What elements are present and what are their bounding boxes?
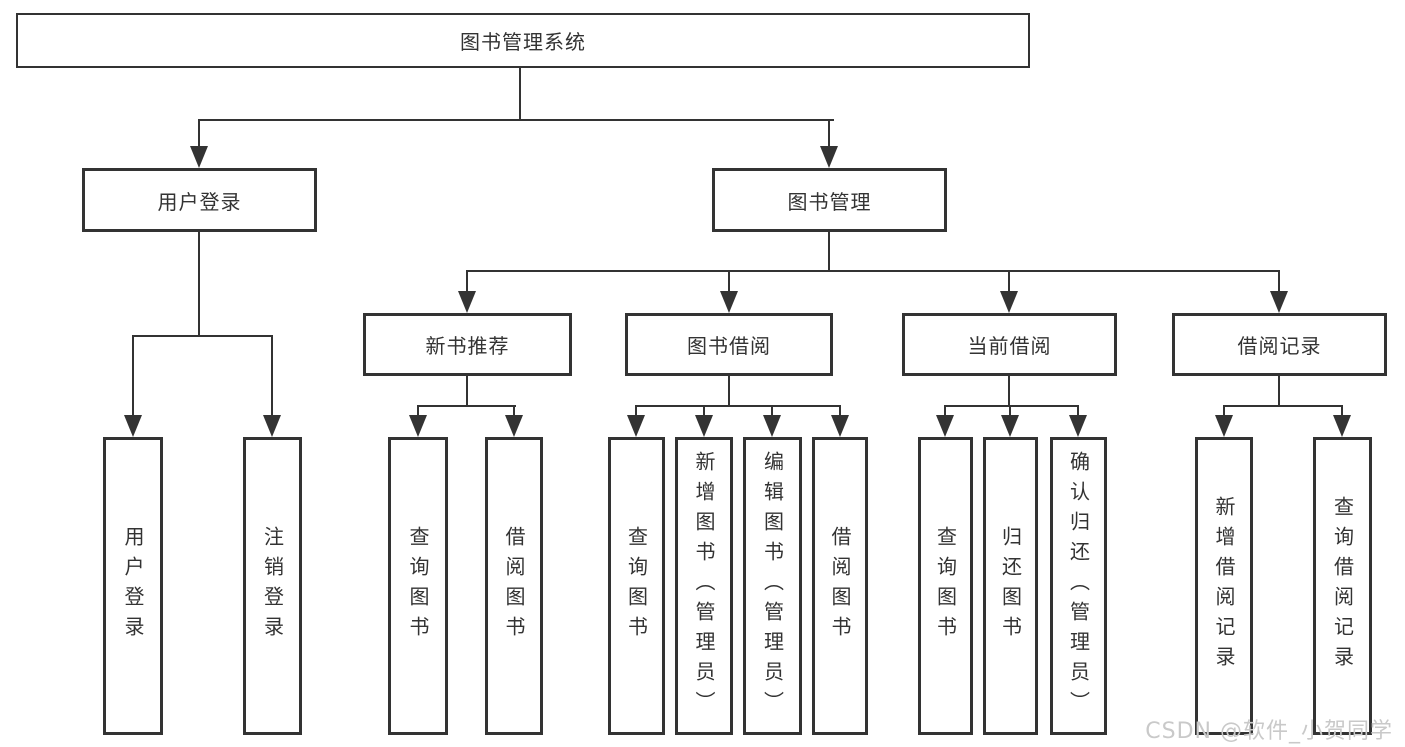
leaf-rec-borrow-books-label: 借阅图书: [502, 526, 526, 646]
leaf-bb-query-books-label: 查询图书: [624, 526, 649, 646]
connector-user-login-stem: [198, 230, 200, 337]
node-new-book-rec-label: 新书推荐: [425, 334, 510, 358]
leaf-br-query-record: 查询借阅记录: [1313, 437, 1372, 735]
connector-book-mgmt-hline: [466, 270, 1280, 272]
leaf-br-add-record-label: 新增借阅记录: [1212, 496, 1236, 676]
leaf-cb-return-books-label: 归还图书: [998, 526, 1023, 646]
leaf-logout-label: 注销登录: [260, 526, 285, 646]
connector-current-borrow-hline: [944, 405, 1079, 407]
node-user-login: 用户登录: [82, 168, 317, 232]
arrow-down-icon-rec-query: [409, 415, 427, 437]
arrow-down-icon-user-login-leaf: [124, 415, 142, 437]
connector-new-book-rec-hline: [417, 405, 516, 407]
leaf-rec-query-books-label: 查询图书: [406, 526, 430, 646]
leaf-bb-add-books-admin: 新增图书（管理员）: [675, 437, 733, 735]
arrow-down-icon-new-book-rec: [458, 291, 476, 313]
arrow-down-icon-cb-confirm: [1069, 415, 1087, 437]
leaf-cb-return-books: 归还图书: [983, 437, 1038, 735]
csdn-watermark: CSDN @软件_小贺同学: [1145, 719, 1393, 744]
node-book-mgmt-label: 图书管理: [787, 189, 872, 214]
connector-stem-cb-confirm: [1077, 405, 1079, 420]
connector-book-borrow-hline: [635, 405, 841, 407]
connector-stem-bb-add: [703, 405, 705, 420]
leaf-br-query-record-label: 查询借阅记录: [1330, 496, 1355, 676]
leaf-bb-edit-books-admin-label: 编辑图书（管理员）: [760, 451, 785, 721]
connector-stem-bb-edit: [771, 405, 773, 420]
connector-stem-user-login-leaf: [132, 335, 134, 420]
connector-stem-current-borrow: [1008, 270, 1010, 295]
connector-stem-new-book-rec: [466, 270, 468, 295]
connector-stem-br-query: [1341, 405, 1343, 420]
node-current-borrow-label: 当前借阅: [967, 334, 1052, 358]
leaf-cb-query-books-label: 查询图书: [933, 526, 958, 646]
connector-borrow-record-stem: [1278, 374, 1280, 407]
node-borrow-record-label: 借阅记录: [1237, 334, 1322, 358]
connector-stem-bb-query: [635, 405, 637, 420]
leaf-bb-edit-books-admin: 编辑图书（管理员）: [743, 437, 802, 735]
connector-stem-bb-borrow: [839, 405, 841, 420]
arrow-down-icon-bb-add: [695, 415, 713, 437]
connector-book-mgmt-stem: [828, 230, 830, 272]
connector-root-hline: [198, 119, 834, 121]
leaf-logout: 注销登录: [243, 437, 302, 735]
node-borrow-record: 借阅记录: [1172, 313, 1387, 376]
connector-user-login-hline: [132, 335, 273, 337]
connector-stem-cb-query: [944, 405, 946, 420]
arrow-down-icon-cb-query: [936, 415, 954, 437]
connector-root-stem: [519, 66, 521, 121]
connector-current-borrow-stem: [1008, 374, 1010, 407]
connector-stem-book-mgmt: [828, 119, 830, 150]
node-current-borrow: 当前借阅: [902, 313, 1117, 376]
arrow-down-icon-bb-edit: [763, 415, 781, 437]
arrow-down-icon-current-borrow: [1000, 291, 1018, 313]
arrow-down-icon-br-query: [1333, 415, 1351, 437]
connector-stem-book-borrow: [728, 270, 730, 295]
connector-stem-rec-query: [417, 405, 419, 420]
arrow-down-icon-book-borrow: [720, 291, 738, 313]
node-book-mgmt: 图书管理: [712, 168, 947, 232]
connector-stem-user-login: [198, 119, 200, 150]
leaf-cb-confirm-return-admin: 确认归还（管理员）: [1050, 437, 1107, 735]
connector-book-borrow-stem: [728, 374, 730, 407]
arrow-down-icon-br-add: [1215, 415, 1233, 437]
connector-stem-br-add: [1223, 405, 1225, 420]
leaf-user-login: 用户登录: [103, 437, 163, 735]
leaf-user-login-label: 用户登录: [121, 526, 145, 646]
leaf-bb-query-books: 查询图书: [608, 437, 665, 735]
node-root-label: 图书管理系统: [460, 30, 586, 54]
connector-stem-borrow-record: [1278, 270, 1280, 295]
connector-stem-rec-borrow: [513, 405, 515, 420]
leaf-rec-query-books: 查询图书: [388, 437, 448, 735]
leaf-br-add-record: 新增借阅记录: [1195, 437, 1253, 735]
leaf-rec-borrow-books: 借阅图书: [485, 437, 543, 735]
node-book-borrow: 图书借阅: [625, 313, 833, 376]
node-root: 图书管理系统: [16, 13, 1030, 68]
connector-new-book-rec-stem: [466, 374, 468, 407]
arrow-down-icon-bb-query: [627, 415, 645, 437]
node-user-login-label: 用户登录: [157, 189, 242, 214]
arrow-down-icon-borrow-record: [1270, 291, 1288, 313]
node-new-book-rec: 新书推荐: [363, 313, 572, 376]
leaf-bb-add-books-admin-label: 新增图书（管理员）: [692, 451, 716, 721]
leaf-bb-borrow-books-label: 借阅图书: [828, 526, 852, 646]
arrow-down-icon-cb-return: [1001, 415, 1019, 437]
connector-stem-cb-return: [1009, 405, 1011, 420]
node-book-borrow-label: 图书借阅: [687, 334, 771, 358]
leaf-cb-query-books: 查询图书: [918, 437, 973, 735]
leaf-cb-confirm-return-admin-label: 确认归还（管理员）: [1066, 451, 1091, 721]
leaf-bb-borrow-books: 借阅图书: [812, 437, 868, 735]
arrow-down-icon-bb-borrow: [831, 415, 849, 437]
arrow-down-icon-rec-borrow: [505, 415, 523, 437]
connector-borrow-record-hline: [1223, 405, 1343, 407]
arrow-down-icon-book-mgmt: [820, 146, 838, 168]
arrow-down-icon-logout-leaf: [263, 415, 281, 437]
arrow-down-icon-user-login: [190, 146, 208, 168]
connector-stem-logout-leaf: [271, 335, 273, 420]
